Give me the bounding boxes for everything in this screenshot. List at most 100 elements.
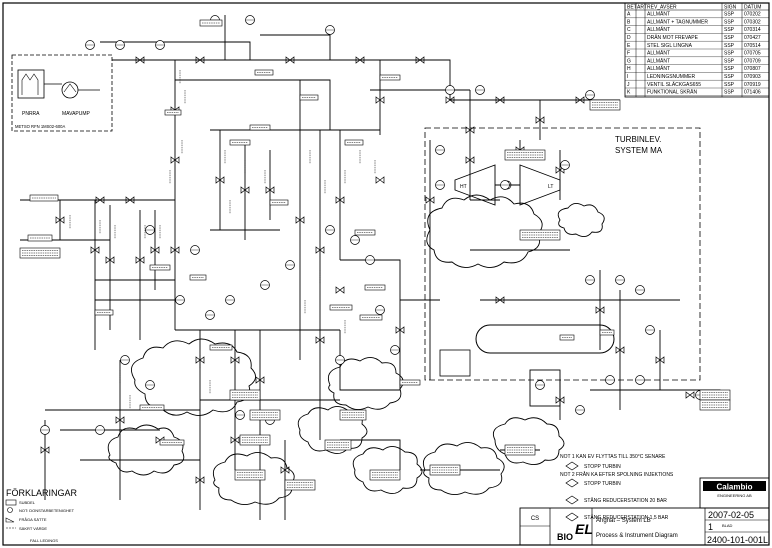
note-1: NOT 1 KAN EV FLYTTAS TILL 350°C SENARE	[560, 454, 666, 460]
project-name: Ångnät – System LB	[596, 517, 651, 524]
rev-row-cell: 070919	[744, 82, 761, 88]
valve-icon	[295, 216, 305, 224]
rev-row-cell: 070314	[744, 27, 761, 33]
valve-icon	[415, 56, 425, 64]
key-symbol-icon	[565, 512, 579, 522]
valve-icon	[445, 96, 455, 104]
turbine-boundary	[424, 127, 701, 381]
valve-icon	[240, 186, 250, 194]
valve-icon	[95, 196, 105, 204]
valve-icon	[115, 416, 125, 424]
rev-row-cell: 070427	[744, 35, 761, 41]
key-list: STOPP TURBIN STOPP TURBIN STÅNG REDUCERSTA…	[565, 461, 669, 522]
rev-row-cell: 070202	[744, 12, 761, 18]
rev-row-cell: SSP	[724, 12, 735, 18]
rev-row-cell: 070302	[744, 19, 761, 25]
rev-row-cell: SSP	[724, 66, 735, 72]
tag-box	[209, 344, 233, 351]
legend-line-1: SUBDEL	[19, 500, 36, 505]
rev-header-bet: BET	[627, 5, 637, 11]
tag-box	[339, 409, 367, 421]
tag-box	[359, 314, 383, 321]
turbine-hp-label: HT	[460, 184, 467, 190]
rev-row-cell: D	[627, 35, 631, 41]
valve-and-instrument-symbols	[19, 15, 731, 491]
tag-box	[329, 304, 353, 311]
rev-row-cell: ALLMÄNT + TAGNUMMER	[647, 18, 708, 25]
tag-box	[19, 247, 61, 259]
tag-box	[199, 19, 223, 27]
rev-row-cell: FUNKTIONAL SKRÄN	[647, 89, 697, 96]
key-symbol-icon	[565, 478, 579, 488]
valve-icon	[105, 256, 115, 264]
valve-icon	[135, 256, 145, 264]
valve-icon	[335, 286, 345, 294]
valve-icon	[55, 216, 65, 224]
rev-row-cell: 070709	[744, 58, 761, 64]
rev-row-cell: C	[627, 27, 631, 33]
rev-row-cell: DRÄN MOT FREVAPE	[647, 34, 699, 41]
logo-right: EL	[575, 521, 593, 537]
drawing-number: 2400-101-001L	[707, 535, 768, 545]
valve-icon	[355, 56, 365, 64]
valve-icon	[575, 96, 585, 104]
rev-row-cell: A	[627, 12, 631, 18]
valve-icon	[135, 56, 145, 64]
rev-row-cell: K	[627, 90, 631, 96]
legend-line-4: SÄKRT VÄRDE	[19, 526, 47, 531]
rev-row-cell: H	[627, 66, 631, 72]
pump-ref: METSO RFN 1MS02-600A	[15, 124, 65, 129]
valve-icon	[685, 391, 695, 399]
valve-icon	[285, 56, 295, 64]
rev-row-cell: SSP	[724, 51, 735, 57]
rev-row-cell: 071406	[744, 90, 761, 96]
valve-icon	[150, 246, 160, 254]
key-item-label: STÅNG REDUCERSTATION 1,5 BAR	[584, 514, 669, 521]
valve-icon	[375, 176, 385, 184]
turbine-lt-icon	[519, 164, 561, 206]
valve-icon	[230, 436, 240, 444]
rev-row-cell: 070705	[744, 51, 761, 57]
drawn-by: FALL LEDINGS	[30, 538, 58, 543]
company-sub: ENGINEERING AB	[717, 493, 752, 498]
tag-box	[504, 149, 546, 161]
valve-icon	[280, 466, 290, 474]
tag-box	[519, 229, 561, 241]
rev-row-cell: STEL SIGL LINGNA	[647, 43, 693, 49]
valve-icon	[195, 476, 205, 484]
key-item-label: STOPP TURBIN	[584, 481, 621, 487]
key-item-label: STOPP TURBIN	[584, 464, 621, 470]
rev-row-cell: J	[627, 82, 630, 88]
rev-row-cell: SSP	[724, 35, 735, 41]
valve-icon	[90, 246, 100, 254]
rev-header-avser: REV_AVSER	[647, 5, 677, 11]
notes-block: NOT 1 KAN EV FLYTTAS TILL 350°C SENARE N…	[560, 454, 674, 522]
valve-icon	[265, 186, 275, 194]
valve-icon	[425, 196, 435, 204]
valve-icon	[595, 306, 605, 314]
drawn-code: CS	[531, 516, 539, 522]
valve-icon	[125, 196, 135, 204]
valve-icon	[495, 296, 505, 304]
rev-header-art: ART	[637, 5, 647, 11]
valve-icon	[315, 336, 325, 344]
valve-icon	[555, 396, 565, 404]
valve-icon	[375, 96, 385, 104]
note-2: NOT 2 FRÅN KA EFTER SPOLNING INJEKTIONS	[560, 471, 674, 478]
rev-row-cell: ALLMÄNT	[647, 65, 670, 72]
condenser-vessel	[439, 324, 615, 407]
valve-icon	[215, 176, 225, 184]
sheet-number: 1	[708, 522, 713, 532]
valve-icon	[255, 376, 265, 384]
valve-icon	[195, 356, 205, 364]
valve-icon	[230, 356, 240, 364]
rev-row-cell: SSP	[724, 90, 735, 96]
company-name: Calambio	[716, 483, 752, 492]
rev-row-cell: SSP	[724, 58, 735, 64]
valve-icon	[395, 326, 405, 334]
rev-row-cell: 070514	[744, 43, 761, 49]
valve-icon	[40, 446, 50, 454]
